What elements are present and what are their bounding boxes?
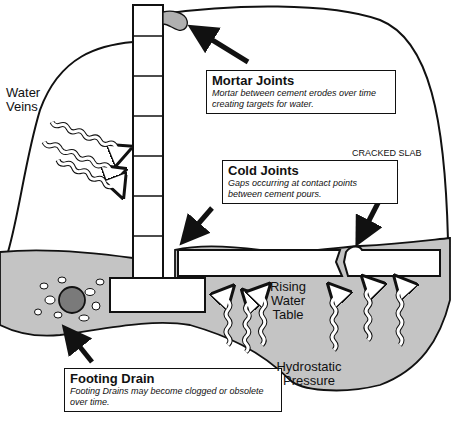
water-flow-arrow [398, 282, 402, 345]
water-flow-arrow [44, 142, 118, 173]
diagram-label: CRACKED SLAB [352, 146, 452, 160]
water-flow-arrow [398, 282, 402, 345]
gravel [35, 277, 105, 321]
callout-body: Footing Drains may become clogged or obs… [70, 386, 276, 408]
slab [344, 247, 440, 277]
callout-body: Gaps occurring at contact points between… [228, 178, 392, 200]
diagram-label: Water Veins [6, 86, 56, 114]
water-flow-arrow [260, 290, 265, 345]
footing [110, 278, 205, 312]
water-flow-arrow [244, 296, 249, 352]
slab [178, 250, 342, 276]
callout-box: Footing DrainFooting Drains may become c… [64, 368, 282, 412]
water-flow-arrow [58, 160, 120, 190]
callout-box: Cold JointsGaps occurring at contact poi… [222, 160, 398, 204]
drain-pipe [59, 287, 85, 313]
mortar-erosion [163, 11, 187, 30]
callout-heading: Mortar Joints [212, 73, 390, 88]
water-flow-arrow [44, 142, 118, 173]
block-wall [133, 5, 163, 278]
ground-outline [8, 42, 133, 252]
water-flow-arrows [44, 122, 402, 352]
water-flow-arrow [226, 292, 230, 345]
water-flow-arrow [366, 282, 370, 340]
water-flow-arrow [332, 290, 336, 350]
water-flow-arrow [366, 282, 370, 340]
callout-heading: Footing Drain [70, 371, 276, 386]
mortar-joint-lines [133, 36, 163, 236]
water-flow-arrow [260, 290, 265, 345]
callout-heading: Cold Joints [228, 163, 392, 178]
water-flow-arrow [52, 122, 124, 151]
water-flow-arrow [332, 290, 336, 350]
diagram-label: Hydrostatic Pressure [264, 360, 354, 388]
callout-box: Mortar JointsMortar between cement erode… [206, 70, 396, 114]
water-flow-arrow [52, 122, 124, 151]
water-flow-arrow [244, 296, 249, 352]
ground-outline [163, 6, 448, 240]
water-flow-arrow [58, 160, 120, 190]
diagram-label: Rising Water Table [258, 280, 318, 322]
callout-body: Mortar between cement erodes over time c… [212, 88, 390, 110]
water-flow-arrow [226, 292, 230, 345]
